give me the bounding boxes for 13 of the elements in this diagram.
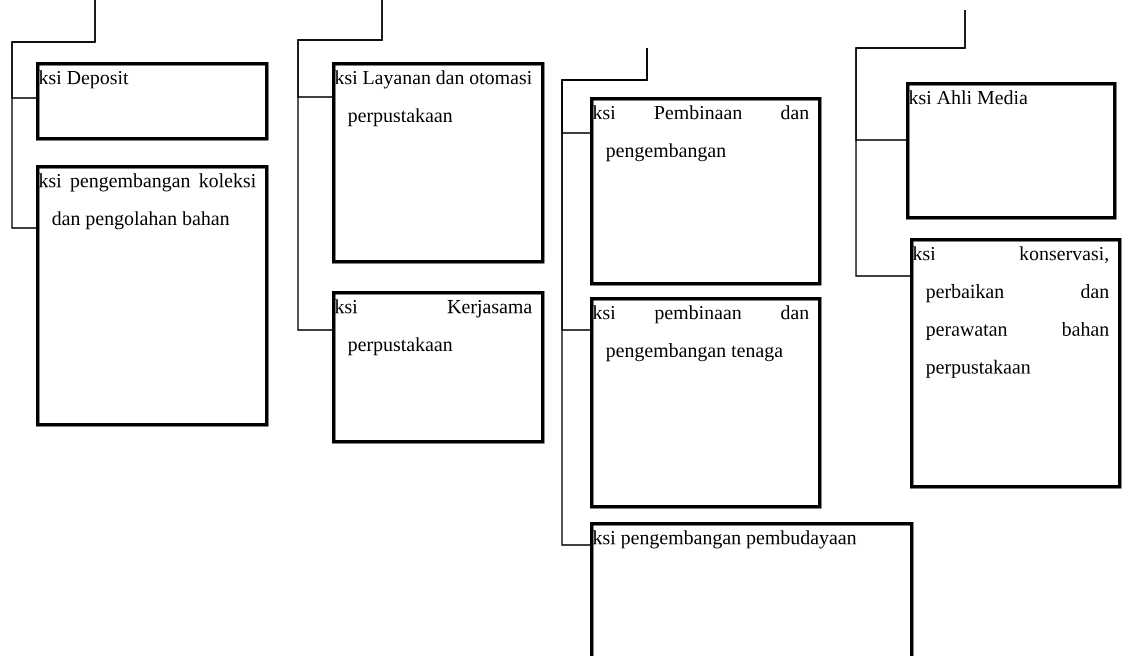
- text-box: ksi konservasi, perbaikan dan perawatan bahan perpustakaan: [910, 238, 1122, 489]
- text-box: ksi pengembangan pembudayaan: [590, 522, 914, 656]
- text-box: ksi Ahli Media: [906, 82, 1117, 220]
- connector-line: [855, 9, 966, 277]
- text-box: ksi pengembangan koleksi dan pengolahan bahan: [36, 165, 269, 427]
- connector-line: [297, 0, 383, 331]
- connector-line: [11, 0, 96, 229]
- text-box: ksi Deposit: [36, 62, 269, 141]
- text-box: ksi Kerjasama perpustakaan: [332, 291, 545, 444]
- text-box: ksi Layanan dan otomasi perpustakaan: [332, 62, 545, 264]
- text-box: ksi pembinaan dan pengembangan tenaga: [590, 296, 822, 509]
- text-box: ksi Pembinaan dan pengembangan: [590, 97, 822, 286]
- connector-line: [561, 47, 648, 546]
